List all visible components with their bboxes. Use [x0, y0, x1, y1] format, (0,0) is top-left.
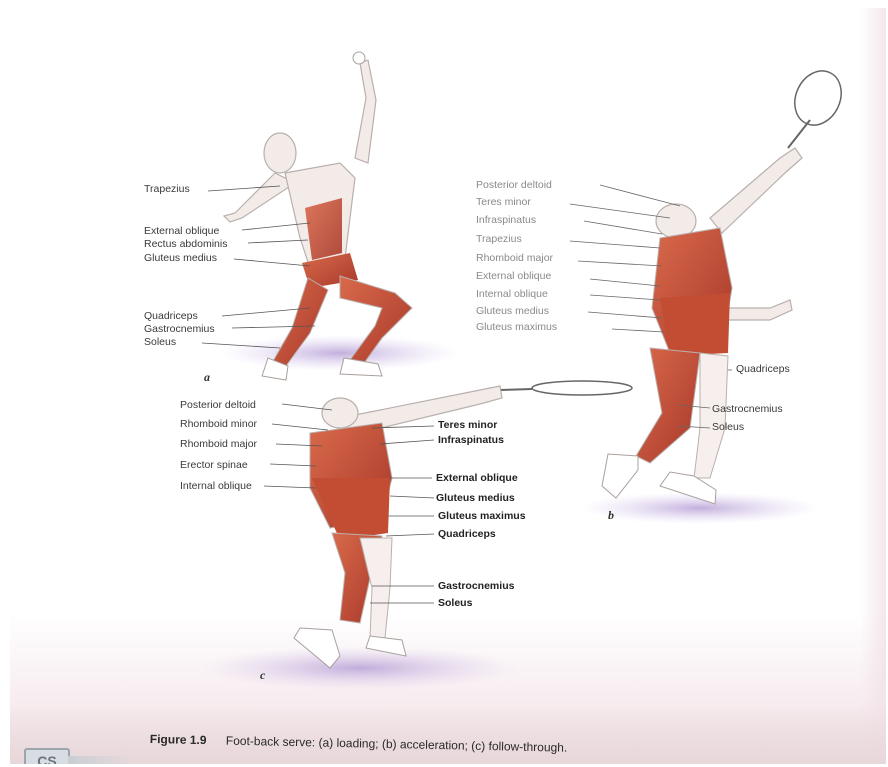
label-c-external-oblique: External oblique [436, 472, 518, 484]
label-b-internal-oblique: Internal oblique [476, 288, 548, 300]
page-bottom-shading [10, 704, 886, 764]
label-b-quadriceps: Quadriceps [736, 363, 790, 375]
label-c-infraspinatus: Infraspinatus [438, 434, 504, 446]
figure-number: Figure 1.9 [150, 732, 207, 747]
label-a-trapezius: Trapezius [144, 183, 190, 195]
label-a-soleus: Soleus [144, 336, 176, 348]
label-c-soleus: Soleus [438, 597, 472, 609]
serve-illustration [10, 8, 886, 764]
label-c-gastrocnemius: Gastrocnemius [438, 580, 514, 592]
label-b-posterior-deltoid: Posterior deltoid [476, 179, 552, 191]
panel-letter-c: c [260, 668, 265, 683]
label-b-teres-minor: Teres minor [476, 196, 531, 208]
label-a-external-oblique: External oblique [144, 225, 219, 237]
label-b-gluteus-maximus: Gluteus maximus [476, 321, 557, 333]
label-c-gluteus-maximus: Gluteus maximus [438, 510, 526, 522]
label-c-posterior-deltoid: Posterior deltoid [180, 399, 256, 411]
label-c-rhomboid-minor: Rhomboid minor [180, 418, 257, 430]
label-b-trapezius: Trapezius [476, 233, 522, 245]
label-b-infraspinatus: Infraspinatus [476, 214, 536, 226]
label-a-quadriceps: Quadriceps [144, 310, 198, 322]
label-c-rhomboid-major: Rhomboid major [180, 438, 257, 450]
player-c-figure [200, 381, 632, 690]
label-a-gluteus-medius: Gluteus medius [144, 252, 217, 264]
label-b-external-oblique: External oblique [476, 270, 551, 282]
logo-watermark-tail [68, 756, 130, 764]
label-b-rhomboid-major: Rhomboid major [476, 252, 553, 264]
label-c-quadriceps: Quadriceps [438, 528, 496, 540]
page-edge-shading [860, 8, 886, 764]
publisher-logo: CS [24, 748, 70, 764]
label-b-gastrocnemius: Gastrocnemius [712, 403, 783, 415]
label-b-soleus: Soleus [712, 421, 744, 433]
label-c-teres-minor: Teres minor [438, 419, 497, 431]
label-c-gluteus-medius: Gluteus medius [436, 492, 515, 504]
label-c-internal-oblique: Internal oblique [180, 480, 252, 492]
player-a-figure [220, 52, 460, 380]
panel-letter-b: b [608, 508, 614, 523]
label-a-gastrocnemius: Gastrocnemius [144, 323, 215, 335]
book-page: Trapezius External oblique Rectus abdomi… [10, 8, 886, 764]
panel-letter-a: a [204, 370, 210, 385]
player-b-figure [580, 63, 850, 524]
label-b-gluteus-medius: Gluteus medius [476, 305, 549, 317]
label-a-rectus-abdominis: Rectus abdominis [144, 238, 227, 250]
label-c-erector-spinae: Erector spinae [180, 459, 248, 471]
